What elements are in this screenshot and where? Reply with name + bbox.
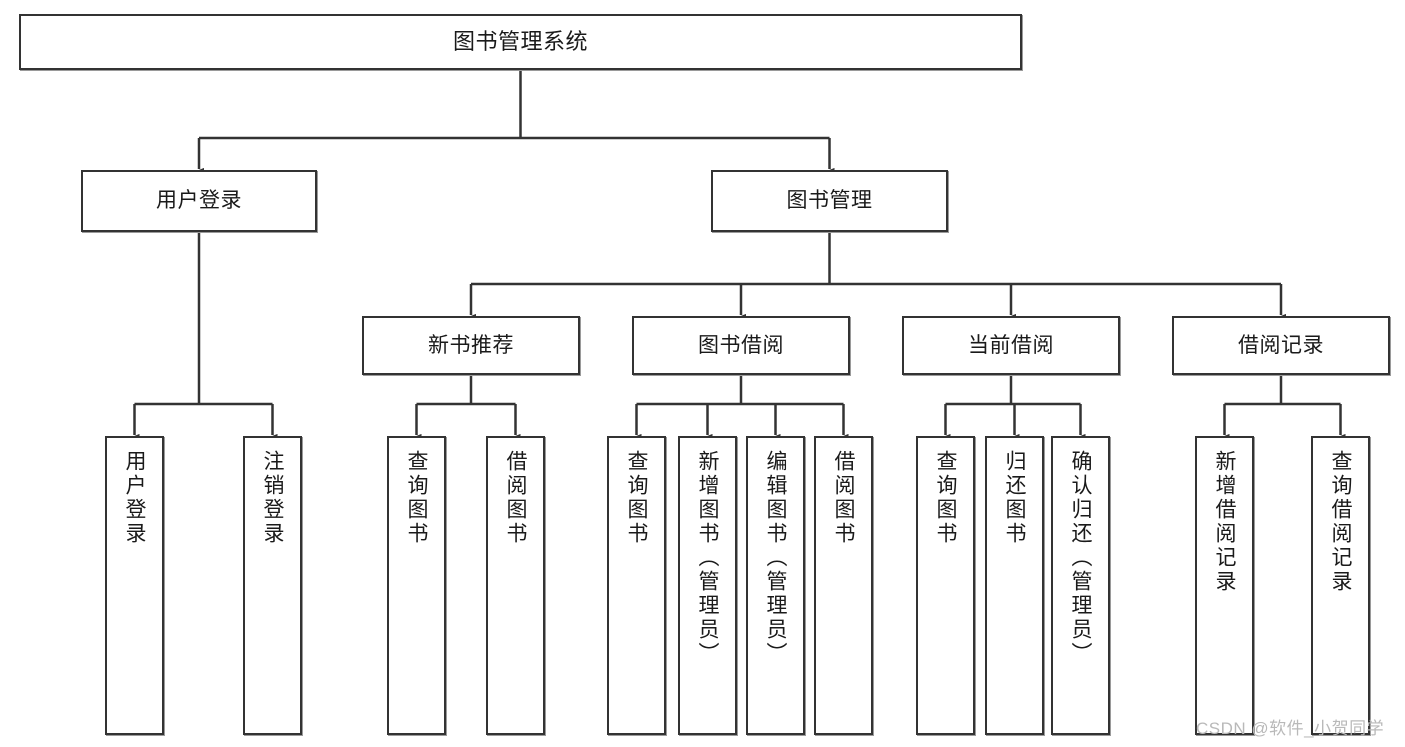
node-leaf-borrow-query-book[interactable]: 查询图书 xyxy=(607,436,666,735)
node-leaf-current-return-book[interactable]: 归还图书 xyxy=(985,436,1044,735)
node-label: 借阅图书 xyxy=(832,450,855,546)
node-leaf-borrow-lend-book[interactable]: 借阅图书 xyxy=(814,436,873,735)
node-leaf-logout[interactable]: 注销登录 xyxy=(243,436,302,735)
node-label: 新增借阅记录 xyxy=(1213,450,1236,594)
node-leaf-current-confirm-return[interactable]: 确认归还（管理员） xyxy=(1051,436,1110,735)
node-label: 借阅记录 xyxy=(1238,333,1324,357)
node-label: 注销登录 xyxy=(261,450,284,546)
node-current-borrow[interactable]: 当前借阅 xyxy=(902,316,1120,375)
node-leaf-record-add[interactable]: 新增借阅记录 xyxy=(1195,436,1254,735)
node-label: 查询图书 xyxy=(625,450,648,546)
node-leaf-borrow-add-book[interactable]: 新增图书（管理员） xyxy=(678,436,737,735)
node-leaf-rec-borrow-book[interactable]: 借阅图书 xyxy=(486,436,545,735)
node-label: 用户登录 xyxy=(156,189,242,213)
node-leaf-current-query-book[interactable]: 查询图书 xyxy=(916,436,975,735)
node-leaf-rec-query-book[interactable]: 查询图书 xyxy=(387,436,446,735)
node-label: 图书借阅 xyxy=(698,333,784,357)
node-label: 编辑图书（管理员） xyxy=(764,450,787,666)
node-user-login[interactable]: 用户登录 xyxy=(81,170,317,232)
node-label: 归还图书 xyxy=(1003,450,1026,546)
node-label: 用户登录 xyxy=(123,450,146,546)
node-leaf-user-login[interactable]: 用户登录 xyxy=(105,436,164,735)
node-label: 查询图书 xyxy=(405,450,428,546)
node-new-book-recommend[interactable]: 新书推荐 xyxy=(362,316,580,375)
node-book-manage[interactable]: 图书管理 xyxy=(711,170,948,232)
node-label: 查询借阅记录 xyxy=(1329,450,1352,594)
node-label: 图书管理 xyxy=(786,189,873,213)
node-root[interactable]: 图书管理系统 xyxy=(19,14,1022,70)
node-label: 查询图书 xyxy=(934,450,957,546)
node-leaf-record-query[interactable]: 查询借阅记录 xyxy=(1311,436,1370,735)
node-label: 图书管理系统 xyxy=(452,28,588,54)
csdn-watermark: CSDN @软件_小贺同学 xyxy=(1196,719,1385,738)
node-label: 新书推荐 xyxy=(428,333,514,357)
node-label: 新增图书（管理员） xyxy=(696,450,719,666)
node-book-borrow[interactable]: 图书借阅 xyxy=(632,316,850,375)
node-borrow-record[interactable]: 借阅记录 xyxy=(1172,316,1390,375)
node-label: 确认归还（管理员） xyxy=(1069,450,1092,666)
node-label: 借阅图书 xyxy=(504,450,527,546)
node-leaf-borrow-edit-book[interactable]: 编辑图书（管理员） xyxy=(746,436,805,735)
connector-group xyxy=(128,70,1346,443)
node-label: 当前借阅 xyxy=(968,333,1054,357)
